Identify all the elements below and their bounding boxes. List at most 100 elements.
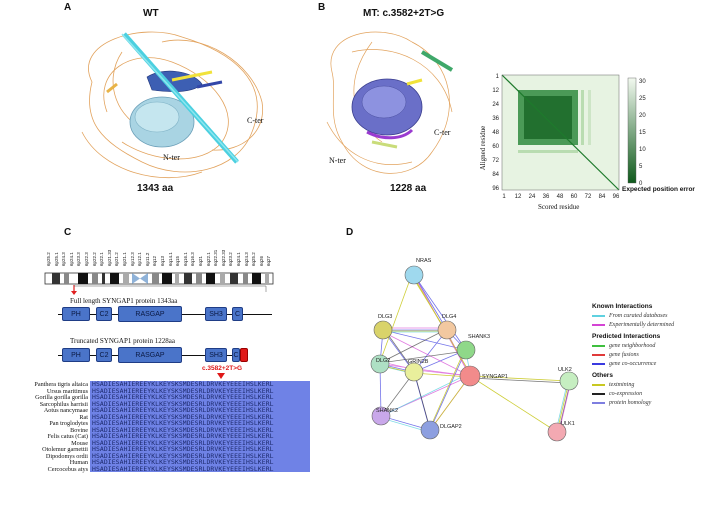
chromosome-band-label: 6p24.3 bbox=[61, 252, 67, 266]
species-label: Gorilla gorilla gorilla bbox=[35, 394, 88, 401]
legend-predicted-title: Predicted Interactions bbox=[592, 333, 661, 340]
mutation-arrow-icon bbox=[217, 373, 225, 379]
species-label: Mouse bbox=[71, 439, 88, 447]
chromosome-band-label: 6q12 bbox=[152, 255, 158, 266]
panel-letter-a: A bbox=[64, 2, 72, 13]
chromosome-band-label: 6q26 bbox=[258, 255, 264, 266]
legend-row: textmining bbox=[592, 382, 707, 388]
full-domain-c2: C2 bbox=[96, 307, 112, 321]
full-domain-sh3: SH3 bbox=[205, 307, 227, 321]
chromosome-band-label: 6q16.3 bbox=[190, 252, 196, 266]
pae-xtick: 12 bbox=[515, 194, 522, 200]
wt-c-ter-label: C-ter bbox=[247, 116, 264, 125]
species-label: Cercocebus atys bbox=[47, 465, 88, 473]
sequence-segment: HSADIESAHIEREEYKLKEYSKSMDESRLDRVKEYEEEIH… bbox=[90, 439, 310, 447]
chromosome-band-label: 6p21.1 bbox=[122, 252, 127, 266]
legend-others-title: Others bbox=[592, 372, 613, 379]
sequence-segment: HSADIESAHIEREEYKLKEYSKSMDESRLDRVKEYEEEIH… bbox=[90, 413, 310, 421]
label-nras: NRAS bbox=[416, 258, 432, 264]
label-grin2b: GRIN2B bbox=[408, 359, 429, 365]
pae-colorbar-label: Expected position error bbox=[622, 186, 695, 193]
species-label: Dipodomys ordii bbox=[45, 452, 88, 460]
chromosome-band-label: 6q22.1 bbox=[205, 252, 211, 266]
legend-swatch bbox=[592, 354, 605, 356]
legend-swatch bbox=[592, 402, 605, 404]
pae-ytick: 36 bbox=[492, 116, 499, 122]
mt-length-label: 1228 aa bbox=[390, 183, 427, 194]
label-dlg2: DLG2 bbox=[376, 358, 390, 364]
sequence-segment: HSADIESAHIEREEYKLKEYSKSMDESRLDRVKEYEEEIH… bbox=[90, 452, 310, 460]
chromosome-band-label: 6q23.2 bbox=[228, 252, 234, 266]
legend-swatch bbox=[592, 384, 605, 386]
pae-yticks: 1 12 24 36 48 60 72 84 96 bbox=[492, 74, 499, 192]
species-label: Bovine bbox=[70, 426, 88, 434]
chromosome-band-label: 6p22.2 bbox=[91, 252, 97, 266]
sequence-segment: HSADIESAHIEREEYKLKEYSKSMDESRLDRVKEYEEEIH… bbox=[90, 394, 310, 401]
chromosome-band-label: 6q16.1 bbox=[182, 252, 188, 266]
chromosome-band-label: 6q22.31 bbox=[213, 249, 219, 266]
sequence-segment: HSADIESAHIEREEYKLKEYSKSMDESRLDRVKEYEEEIH… bbox=[90, 407, 310, 414]
chromosome-band-label: 6q27 bbox=[266, 255, 272, 266]
sequence-segment: HSADIESAHIEREEYKLKEYSKSMDESRLDRVKEYEEEIH… bbox=[90, 433, 310, 440]
legend-cooccurrence: gene co-occurrence bbox=[609, 361, 657, 367]
chromosome-band-label: 6q24.1 bbox=[236, 252, 241, 266]
chromosome-band-label: 6q15 bbox=[175, 255, 181, 266]
chromosome-band-label: 6p22.1 bbox=[99, 252, 105, 266]
node-dlgap2 bbox=[420, 420, 440, 440]
chromosome-ideogram bbox=[44, 272, 274, 285]
label-shank2: SHANK2 bbox=[376, 408, 398, 414]
chromosome-band-label: 6p21.33 bbox=[106, 249, 112, 266]
chromosome-band-label: 6q22.33 bbox=[220, 249, 226, 266]
species-label: Sarcophilus harrisii bbox=[39, 400, 88, 408]
wt-length-label: 1343 aa bbox=[137, 183, 174, 194]
mutation-label: c.3582+2T>G bbox=[202, 365, 243, 372]
node-shank2 bbox=[371, 406, 391, 426]
species-label: Otolemur garnettii bbox=[42, 446, 88, 453]
sequence-segment: HSADIESAHIEREEYKLKEYSKSMDESRLDRVKEYEEEIH… bbox=[90, 426, 310, 434]
cbar-tick: 10 bbox=[639, 147, 646, 153]
node-nras bbox=[404, 265, 424, 285]
pae-colorbar bbox=[627, 77, 637, 184]
pae-ylabel: Aligned residue bbox=[479, 125, 487, 171]
mt-c-ter-label: C-ter bbox=[434, 128, 451, 137]
pae-ytick: 1 bbox=[496, 74, 500, 80]
node-dlg4 bbox=[437, 320, 457, 340]
pae-ytick: 96 bbox=[492, 186, 499, 192]
cbar-tick: 15 bbox=[639, 130, 646, 136]
legend-row: gene co-occurrence bbox=[592, 361, 707, 367]
node-ulk1 bbox=[547, 422, 567, 442]
species-label: Pan troglodytes bbox=[49, 420, 88, 427]
species-label: Panthera tigris altaica bbox=[34, 381, 88, 388]
mt-n-ter-label: N-ter bbox=[329, 156, 346, 165]
pae-cbar-ticks: 30 25 20 15 10 5 0 bbox=[639, 79, 646, 187]
trunc-domain-c2: C2 bbox=[96, 348, 112, 362]
cbar-tick: 25 bbox=[639, 96, 646, 102]
pae-xtick: 72 bbox=[585, 194, 592, 200]
sequence-segment: HSADIESAHIEREEYKLKEYSKSMDESRLDRVKEYEEEIH… bbox=[90, 381, 310, 388]
pae-xtick: 48 bbox=[557, 194, 564, 200]
species-label: Ursus maritimus bbox=[46, 387, 88, 395]
gene-locus-marker bbox=[71, 285, 267, 295]
chromosome-band-label: 6p23.3 bbox=[76, 252, 82, 266]
pae-xtick: 24 bbox=[529, 194, 536, 200]
chromosome-band-label: 6p24.1 bbox=[68, 252, 74, 266]
chromosome-band-label: 6q24.3 bbox=[243, 252, 249, 266]
chromosome-band-label: 6q25.2 bbox=[251, 252, 257, 266]
chromosome-band-label: 6p12.1 bbox=[137, 252, 143, 266]
full-domain-rasgap: RASGAP bbox=[118, 306, 182, 322]
label-ulk2: ULK2 bbox=[558, 367, 572, 373]
wt-structure-image bbox=[81, 31, 264, 179]
trunc-domain-cc: C bbox=[232, 348, 240, 362]
full-domain-ph: PH bbox=[62, 307, 90, 321]
legend-coexpression: co-expression bbox=[609, 391, 643, 397]
chromosome-band-label: 6p21.2 bbox=[114, 252, 120, 266]
panel-letter-b: B bbox=[318, 2, 326, 13]
